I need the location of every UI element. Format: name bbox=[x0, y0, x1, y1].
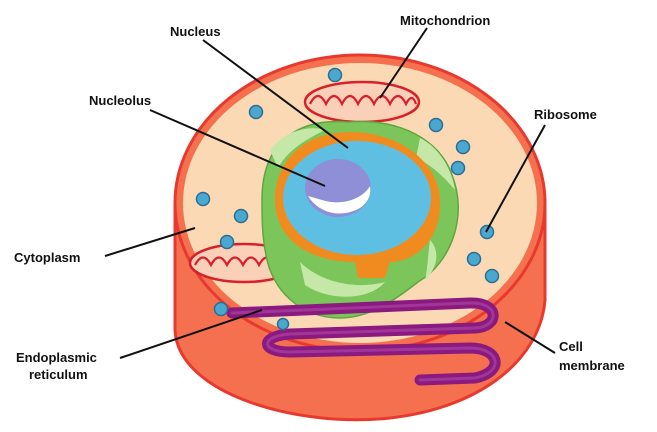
label-mitochondrion: Mitochondrion bbox=[400, 13, 490, 28]
label-nucleus: Nucleus bbox=[170, 24, 221, 39]
nucleolus bbox=[305, 159, 371, 217]
ribosome bbox=[278, 319, 289, 330]
ribosome bbox=[197, 193, 210, 206]
label-cell-membrane-line1: Cell bbox=[559, 339, 583, 354]
ribosome bbox=[215, 303, 228, 316]
ribosome bbox=[250, 106, 263, 119]
ribosome bbox=[221, 236, 234, 249]
label-endoplasmic-reticulum-line1: Endoplasmic bbox=[16, 350, 97, 365]
ribosome bbox=[486, 270, 499, 283]
ribosome bbox=[329, 69, 342, 82]
ribosome bbox=[452, 162, 465, 175]
label-cell-membrane-line2: membrane bbox=[559, 358, 625, 373]
label-nucleolus: Nucleolus bbox=[89, 93, 151, 108]
label-cytoplasm: Cytoplasm bbox=[14, 250, 80, 265]
mitochondrion-top bbox=[305, 82, 419, 122]
ribosome bbox=[235, 210, 248, 223]
label-endoplasmic-reticulum-line2: reticulum bbox=[29, 367, 88, 382]
ribosome bbox=[468, 253, 481, 266]
ribosome bbox=[430, 119, 443, 132]
ribosome bbox=[457, 141, 470, 154]
label-ribosome: Ribosome bbox=[534, 107, 597, 122]
